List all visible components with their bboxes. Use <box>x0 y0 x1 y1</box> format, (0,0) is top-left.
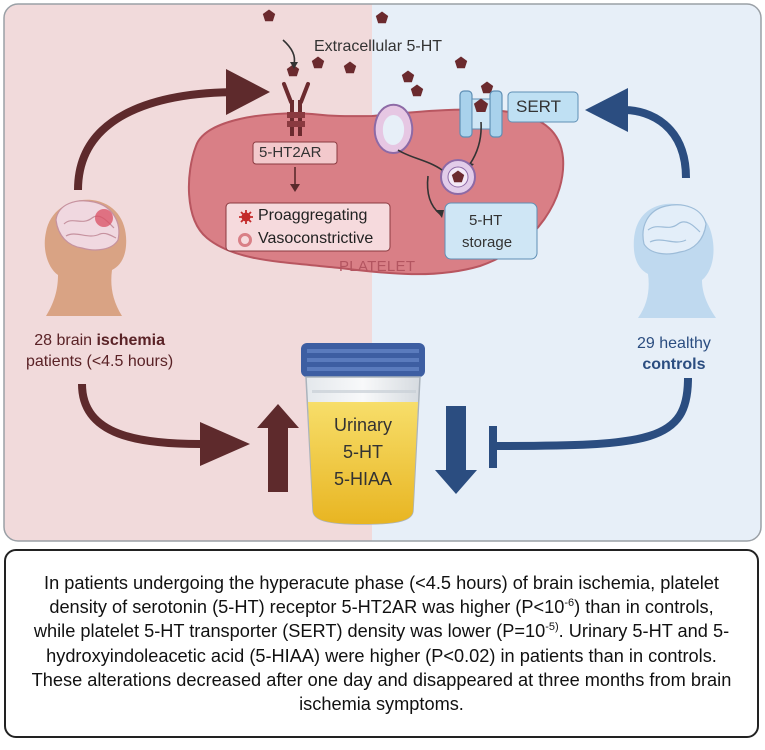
summary-box: In patients undergoing the hyperacute ph… <box>4 549 759 738</box>
proaggregating-label: Proaggregating <box>258 207 368 224</box>
release-arrow <box>397 149 443 171</box>
vessel-ring-icon <box>238 233 252 247</box>
patient-head-icon <box>44 199 127 316</box>
receptor-5ht2ar <box>282 82 310 136</box>
summary-part-2: ) than in controls, while platelet 5-HT … <box>33 597 714 642</box>
patient-lower-arrowhead <box>200 422 250 466</box>
patient-count-text: 28 brain <box>34 332 97 349</box>
urine-fill <box>308 402 418 524</box>
storage-arrowhead <box>436 210 444 218</box>
panel-border <box>3 3 762 542</box>
summary-part-3: . Urinary 5-HT and 5-hydroxyindoleacetic… <box>31 621 732 714</box>
storage-label-line2: storage <box>462 234 513 251</box>
control-type-text: controls <box>642 356 706 373</box>
control-lower-inhibit-arrow <box>493 377 692 450</box>
control-count-text: 29 healthy <box>637 335 711 352</box>
control-upper-arrow <box>623 106 690 179</box>
storage-label-box <box>444 202 538 260</box>
sert-label: SERT <box>516 97 562 116</box>
control-group-label: 29 healthy controls <box>637 333 711 375</box>
effects-box <box>225 202 391 252</box>
summary-text: In patients undergoing the hyperacute ph… <box>32 571 732 716</box>
patient-upper-arrowhead <box>226 69 270 115</box>
patient-lower-arrow <box>78 383 201 448</box>
receptor-label: 5-HT2AR <box>259 144 322 161</box>
urine-cup <box>301 343 425 525</box>
summary-exponent-1: -6 <box>564 597 575 610</box>
patient-ischemia-text: ischemia <box>96 332 165 349</box>
uptake-arrow <box>469 121 482 165</box>
signal-arrowhead <box>290 184 300 192</box>
binding-arrow <box>282 39 296 65</box>
summary-part-1: In patients undergoing the hyperacute ph… <box>44 572 719 618</box>
cup-label-line1: Urinary <box>333 415 392 435</box>
patient-upper-arrow <box>74 88 241 191</box>
platelet-label: PLATELET <box>339 258 416 275</box>
decrease-arrow <box>435 406 477 494</box>
sert-label-box <box>507 91 579 123</box>
vasoconstrictive-label: Vasoconstrictive <box>258 230 374 247</box>
aggregated-platelet-icon <box>239 210 253 224</box>
summary-exponent-2: -5) <box>545 621 559 634</box>
exocytosis-opening <box>382 115 405 145</box>
receptor-label-box <box>252 141 338 165</box>
control-head-icon <box>633 203 716 318</box>
increase-arrow <box>257 404 299 492</box>
storage-label-line1: 5-HT <box>469 212 503 229</box>
control-upper-arrowhead <box>585 88 628 132</box>
patient-window-text: patients (<4.5 hours) <box>26 353 174 370</box>
cup-label-line2: 5-HT <box>343 442 383 462</box>
inhibition-bar <box>489 426 497 468</box>
patient-group-label: 28 brain ischemia patients (<4.5 hours) <box>26 330 173 372</box>
cup-label-line3: 5-HIAA <box>333 469 393 489</box>
binding-arrowhead <box>290 62 298 69</box>
extracellular-label: Extracellular 5-HT <box>314 38 443 55</box>
cup-label: Urinary 5-HT 5-HIAA <box>313 412 413 493</box>
